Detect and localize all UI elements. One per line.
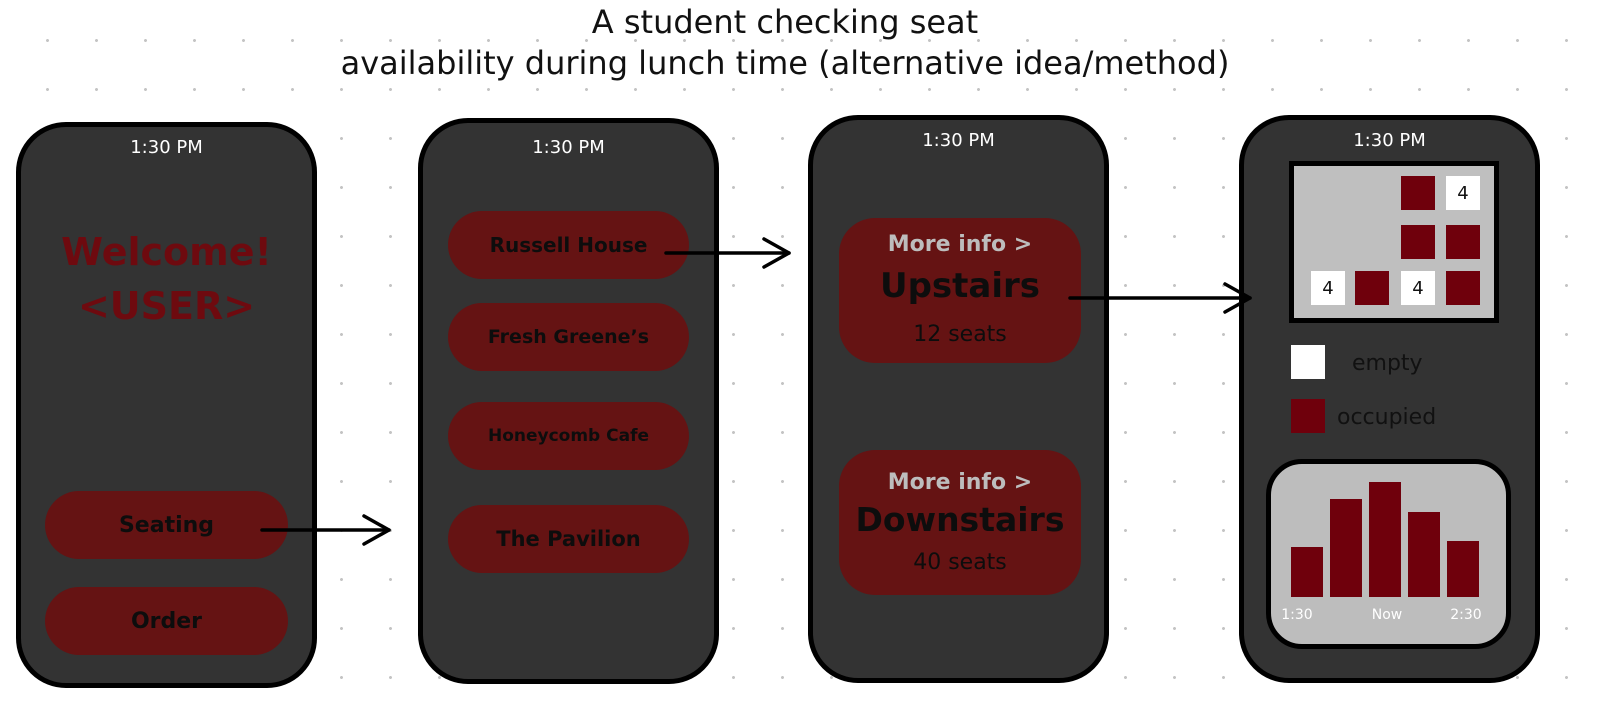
location-button-the-pavilion[interactable]: The Pavilion [448,505,689,573]
more-info-link[interactable]: More info > [887,470,1033,495]
floor-name: Downstairs [855,500,1065,539]
order-button[interactable]: Order [45,587,288,655]
phone-screen-welcome: 1:30 PM Welcome! <USER> Seating Order [16,122,317,688]
phone-screen-locations: 1:30 PM Russell House Fresh Greene’s Hon… [418,118,719,684]
chart-bar [1369,482,1401,597]
more-info-link[interactable]: More info > [887,232,1033,257]
chart-bar [1408,512,1440,597]
floor-card-upstairs[interactable]: More info > Upstairs 12 seats [839,218,1081,363]
chart-tick-label: 1:30 [1281,607,1313,623]
legend-empty-label: empty [1352,351,1423,376]
title-line-1: A student checking seat [591,3,979,41]
chart-bar [1291,547,1323,597]
location-button-fresh-greenes[interactable]: Fresh Greene’s [448,303,689,371]
legend-empty-swatch [1291,345,1325,379]
status-time: 1:30 PM [532,137,605,158]
seat-empty[interactable]: 4 [1311,271,1345,305]
status-time: 1:30 PM [922,130,995,151]
status-time: 1:30 PM [1353,130,1426,151]
status-time: 1:30 PM [130,137,203,158]
legend-occupied-swatch [1291,399,1325,433]
phone-screen-floors: 1:30 PM More info > Upstairs 12 seats Mo… [808,115,1109,683]
chart-bar [1447,541,1479,597]
seat-occupied[interactable] [1401,225,1435,259]
location-button-russell-house[interactable]: Russell House [448,211,689,279]
title-line-2: availability during lunch time (alternat… [340,44,1230,82]
chart-bar [1330,499,1362,597]
busyness-chart: 1:30 Now 2:30 [1266,459,1511,649]
seat-occupied[interactable] [1401,176,1435,210]
seat-count: 40 seats [913,550,1007,575]
legend-occupied-label: occupied [1337,405,1437,430]
seat-occupied[interactable] [1446,225,1480,259]
seat-map: 4 4 4 [1289,161,1499,323]
chart-tick-label: 2:30 [1450,607,1482,623]
arrow-right-icon [664,237,791,269]
floor-name: Upstairs [879,266,1041,306]
seat-count: 12 seats [913,322,1007,347]
floor-card-downstairs[interactable]: More info > Downstairs 40 seats [839,450,1081,595]
welcome-username: <USER> [77,284,256,328]
chart-tick-label: Now [1371,607,1403,623]
seat-empty[interactable]: 4 [1401,271,1435,305]
seating-button[interactable]: Seating [45,491,288,559]
arrow-right-icon [260,514,391,546]
seat-occupied[interactable] [1355,271,1389,305]
arrow-right-icon [1068,282,1252,314]
location-button-honeycomb-cafe[interactable]: Honeycomb Cafe [448,402,689,470]
diagram-title: A student checking seat availability dur… [0,2,1570,84]
phone-screen-seat-map: 1:30 PM 4 4 4 empty occupied 1:30 Now 2:… [1239,115,1540,683]
welcome-heading: Welcome! [61,230,272,274]
seat-occupied[interactable] [1446,271,1480,305]
seat-empty[interactable]: 4 [1446,176,1480,210]
